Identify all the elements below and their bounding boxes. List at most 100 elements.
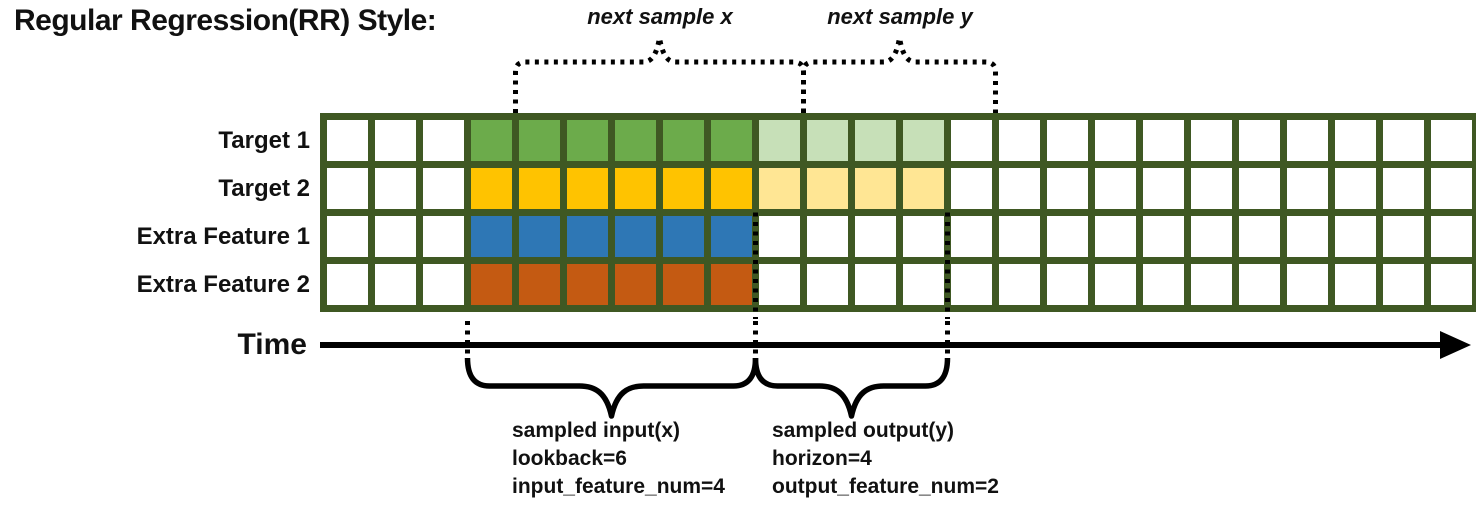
time-axis-label: Time	[237, 328, 307, 361]
grid-cell	[759, 120, 800, 161]
grid-cell	[375, 216, 416, 257]
grid-cell	[1431, 216, 1472, 257]
grid-cell	[855, 120, 896, 161]
sample-grid	[320, 113, 1476, 312]
grid-cell	[903, 120, 944, 161]
grid-cell	[471, 168, 512, 209]
grid-cell	[423, 264, 464, 305]
grid-cell	[1383, 120, 1424, 161]
grid-cell	[471, 120, 512, 161]
grid-cell	[1431, 264, 1472, 305]
grid-cell	[1335, 264, 1376, 305]
grid-cell	[1239, 264, 1280, 305]
grid-cell	[519, 120, 560, 161]
grid-cell	[999, 168, 1040, 209]
grid-cell	[1287, 168, 1328, 209]
grid-cell	[1287, 264, 1328, 305]
grid-cell	[1191, 216, 1232, 257]
grid-cell	[567, 120, 608, 161]
grid-cell	[1239, 120, 1280, 161]
grid-cell	[1287, 216, 1328, 257]
grid-cell	[711, 264, 752, 305]
grid-cell	[615, 216, 656, 257]
grid-cell	[663, 216, 704, 257]
grid-cell	[423, 216, 464, 257]
grid-cell	[1047, 120, 1088, 161]
grid-cell	[1383, 168, 1424, 209]
next-sample-y-label: next sample y	[827, 4, 973, 29]
grid-cell	[711, 120, 752, 161]
grid-cell	[1239, 168, 1280, 209]
input-brace	[464, 357, 759, 419]
grid-cell	[423, 168, 464, 209]
grid-cell	[615, 168, 656, 209]
grid-cell	[375, 168, 416, 209]
grid-cell	[903, 264, 944, 305]
grid-cell	[615, 120, 656, 161]
grid-cell	[759, 168, 800, 209]
grid-cell	[1191, 168, 1232, 209]
grid-cell	[567, 216, 608, 257]
grid-cell	[1143, 264, 1184, 305]
grid-cell	[327, 168, 368, 209]
grid-cell	[855, 264, 896, 305]
grid-cell	[759, 216, 800, 257]
output-brace	[752, 357, 951, 419]
next-sample-x-brace	[513, 37, 806, 113]
sampled-input-title: sampled input(x)	[512, 419, 681, 442]
grid-cell	[519, 168, 560, 209]
grid-cell	[951, 264, 992, 305]
grid-cell	[1143, 216, 1184, 257]
grid-cell	[855, 168, 896, 209]
grid-cell	[1191, 120, 1232, 161]
grid-cell	[1383, 264, 1424, 305]
grid-cell	[519, 216, 560, 257]
sampled-input-annotation: sampled input(x) lookback=6 input_featur…	[512, 417, 725, 501]
grid-cell	[1335, 168, 1376, 209]
grid-cell	[1047, 168, 1088, 209]
grid-cell	[1239, 216, 1280, 257]
grid-cell	[1191, 264, 1232, 305]
grid-cell	[471, 216, 512, 257]
grid-cell	[1047, 216, 1088, 257]
sampled-output-annotation: sampled output(y) horizon=4 output_featu…	[772, 417, 999, 501]
row-label: Extra Feature 2	[136, 271, 310, 298]
grid-cell	[1047, 264, 1088, 305]
next-sample-y-brace	[801, 37, 998, 113]
next-sample-x-label: next sample x	[587, 4, 733, 29]
grid-cell	[1143, 120, 1184, 161]
row-label: Target 1	[218, 127, 310, 154]
row-labels: Target 1 Target 2 Extra Feature 1 Extra Fea…	[10, 0, 310, 330]
grid-cell	[1095, 264, 1136, 305]
lookback-value: lookback=6	[512, 447, 627, 470]
grid-cell	[375, 264, 416, 305]
grid-cell	[951, 120, 992, 161]
output-feature-num: output_feature_num=2	[772, 475, 999, 498]
grid-cell	[1287, 120, 1328, 161]
grid-cell	[663, 120, 704, 161]
grid-cell	[1095, 216, 1136, 257]
grid-cell	[327, 120, 368, 161]
grid-cell	[1095, 168, 1136, 209]
horizon-value: horizon=4	[772, 447, 872, 470]
grid-cell	[567, 264, 608, 305]
grid-cell	[615, 264, 656, 305]
grid-cell	[1143, 168, 1184, 209]
row-label: Target 2	[218, 175, 310, 202]
grid-cell	[999, 264, 1040, 305]
sampled-output-title: sampled output(y)	[772, 419, 954, 442]
grid-cell	[519, 264, 560, 305]
grid-cell	[1383, 216, 1424, 257]
grid-cell	[807, 168, 848, 209]
grid-cell	[1335, 216, 1376, 257]
grid-cell	[663, 264, 704, 305]
grid-cell	[1431, 120, 1472, 161]
grid-cell	[807, 120, 848, 161]
row-label: Extra Feature 1	[136, 223, 310, 250]
grid-cell	[903, 216, 944, 257]
time-axis-arrowhead	[1440, 331, 1471, 359]
grid-cell	[999, 216, 1040, 257]
grid-cell	[375, 120, 416, 161]
input-feature-num: input_feature_num=4	[512, 475, 725, 498]
grid-cell	[759, 264, 800, 305]
